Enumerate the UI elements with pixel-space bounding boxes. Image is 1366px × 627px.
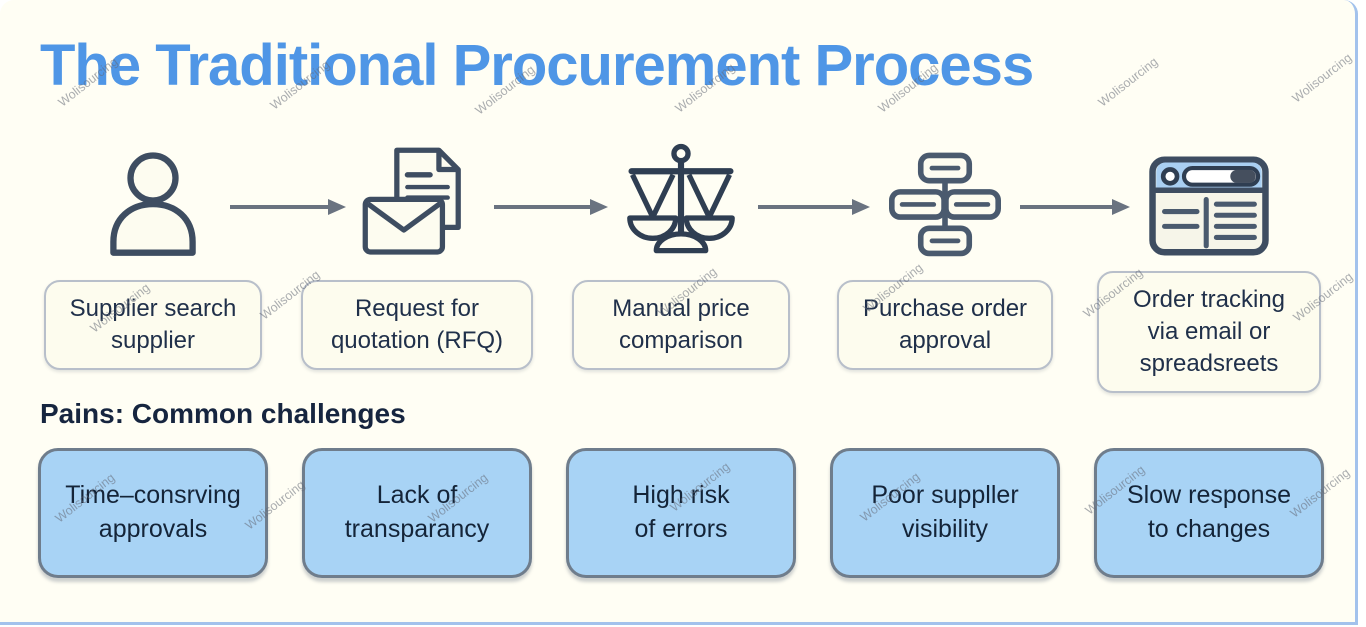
- pain-label: Time–consrving approvals: [65, 481, 241, 543]
- process-step-1: Supplier search supplier Time–consrving …: [21, 0, 285, 627]
- browser-icon: [1147, 156, 1271, 261]
- step-label: Request for quotation (RFQ): [330, 295, 504, 354]
- pain-box-5: Slow response to changes: [1094, 448, 1324, 578]
- page-title: The Traditional Procurement Process: [40, 33, 1034, 98]
- pain-label: Lack of transparancy: [344, 481, 490, 543]
- process-step-5: Order tracking via email or spreadsreets…: [1077, 0, 1341, 627]
- pains-heading: Pains: Common challenges: [40, 398, 406, 429]
- pain-box-1: Time–consrving approvals: [38, 448, 268, 578]
- arrow-right-icon: [1020, 199, 1130, 215]
- step-label: Order tracking via email or spreadsreets: [1132, 286, 1286, 377]
- step-label: Manual price comparison: [612, 295, 750, 354]
- pain-box-3: High risk of errors: [566, 448, 796, 578]
- pain-label: Slow response to changes: [1127, 481, 1291, 543]
- step-label: Purchase order approval: [862, 295, 1028, 354]
- step-label-box: Manual price comparison: [572, 280, 790, 370]
- flowchart-icon: [889, 149, 1001, 264]
- arrow-right-icon: [230, 199, 346, 215]
- step-label-box: Request for quotation (RFQ): [301, 280, 533, 370]
- step-label: Supplier search supplier: [69, 295, 237, 354]
- process-step-3: Manual price comparison High risk of err…: [549, 0, 813, 627]
- pain-label: High risk of errors: [632, 481, 730, 543]
- pain-box-4: Poor suppller visibility: [830, 448, 1060, 578]
- pain-label: Poor suppller visibility: [871, 481, 1019, 543]
- process-step-2: Request for quotation (RFQ) Lack of tran…: [285, 0, 549, 627]
- person-icon: [99, 148, 207, 267]
- step-label-box: Purchase order approval: [837, 280, 1053, 370]
- step-label-box: Supplier search supplier: [44, 280, 262, 370]
- rfq-document-icon: [360, 142, 474, 267]
- pain-box-2: Lack of transparancy: [302, 448, 532, 578]
- step-label-box: Order tracking via email or spreadsreets: [1097, 271, 1321, 393]
- arrow-right-icon: [494, 199, 608, 215]
- arrow-right-icon: [758, 199, 870, 215]
- balance-scale-icon: [619, 143, 743, 268]
- process-step-4: Purchase order approval Poor suppller vi…: [813, 0, 1077, 627]
